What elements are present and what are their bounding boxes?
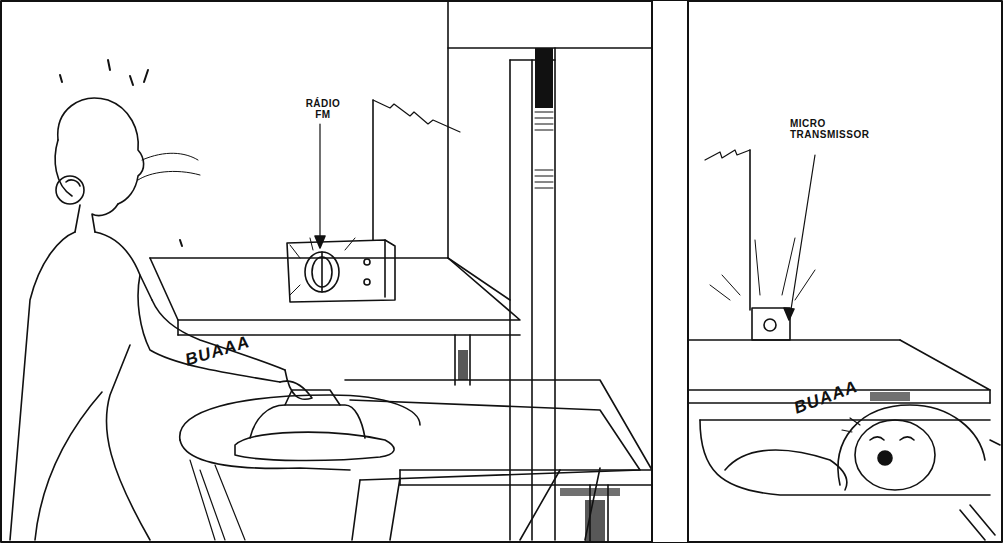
room-walls [150,2,652,542]
component-label: RÁDIO FM [302,98,344,120]
panel-divider [687,1,689,542]
component-label: MICRO TRANSMISSOR [790,118,882,140]
panel-divider [651,1,653,542]
sound-effect: BUAAA [183,317,303,370]
nursery [688,150,1000,540]
fm-radio [287,100,460,302]
ironing-board [180,390,640,540]
